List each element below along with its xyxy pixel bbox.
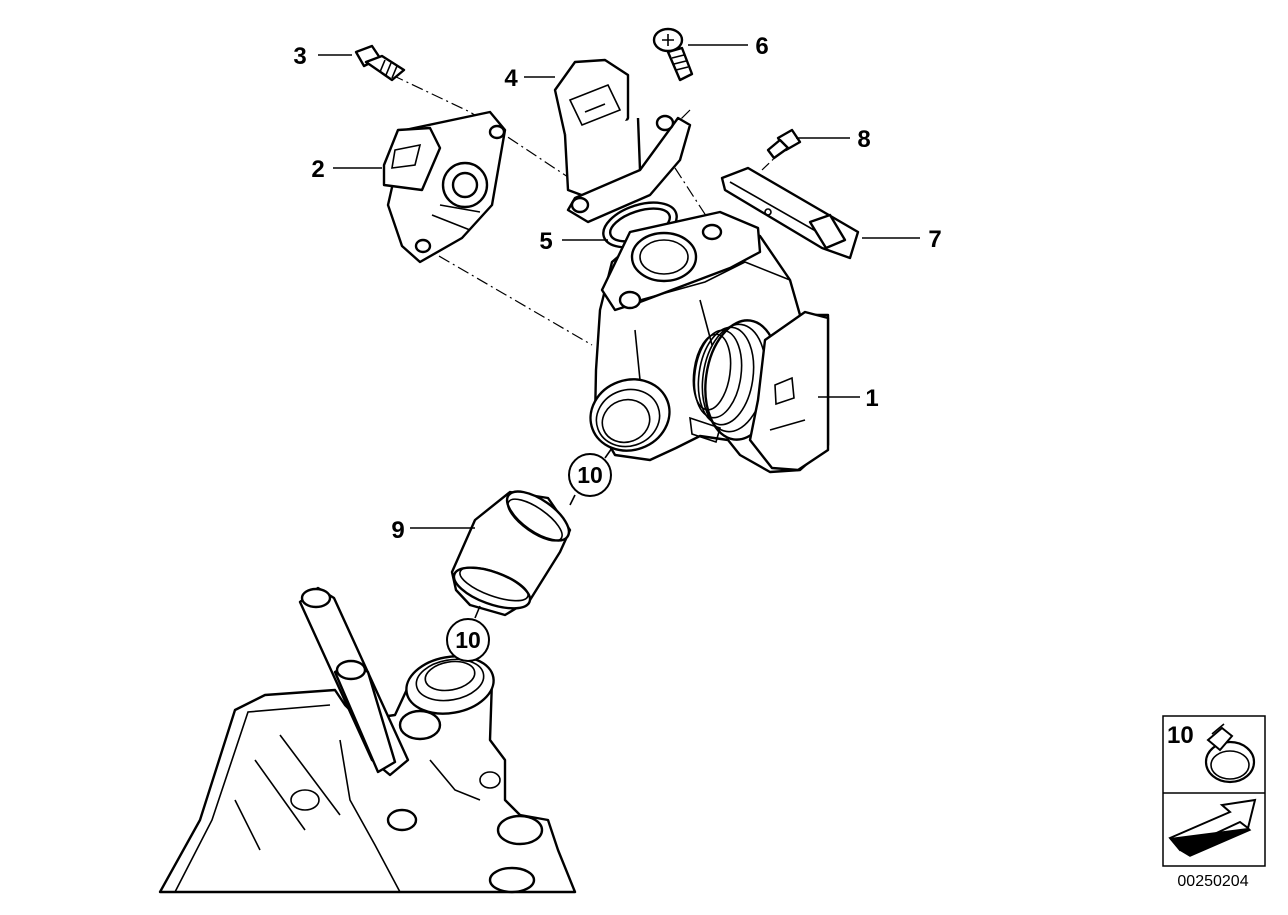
callout-4: 4: [504, 65, 518, 92]
legend-box: 10: [1162, 715, 1266, 867]
bracket-part-7: [720, 166, 860, 260]
callout-10-lower-label: 10: [455, 627, 481, 653]
leader-lines: [318, 44, 920, 619]
bolt-part-3: [354, 44, 406, 82]
callout-8: 8: [857, 126, 870, 153]
screw-part-6: [652, 27, 694, 82]
callout-10-upper: 10: [568, 453, 612, 497]
bolt-part-8: [766, 128, 802, 160]
callout-2: 2: [311, 156, 324, 183]
callout-labels: 3 2 4 6 5 8 7 1 9 10 10: [293, 33, 942, 662]
callout-10-upper-label: 10: [577, 462, 603, 488]
document-number: 00250204: [1177, 873, 1248, 890]
intake-hose-part-9: [450, 490, 572, 617]
callout-9: 9: [391, 517, 404, 544]
callout-6: 6: [755, 33, 768, 60]
legend-clamp-number: 10: [1167, 722, 1194, 749]
callout-1: 1: [865, 385, 878, 412]
callout-5: 5: [539, 228, 552, 255]
callout-7: 7: [928, 226, 941, 253]
engine-block: [158, 586, 577, 894]
hose-clamp-icon: [1204, 723, 1256, 784]
valve-part-4: [553, 58, 692, 224]
forward-arrow-icon: [1168, 798, 1257, 857]
sensor-part-2: [382, 110, 507, 264]
callout-3: 3: [293, 43, 306, 70]
callout-10-lower: 10: [446, 618, 490, 662]
throttle-body-part-1: [589, 210, 830, 474]
